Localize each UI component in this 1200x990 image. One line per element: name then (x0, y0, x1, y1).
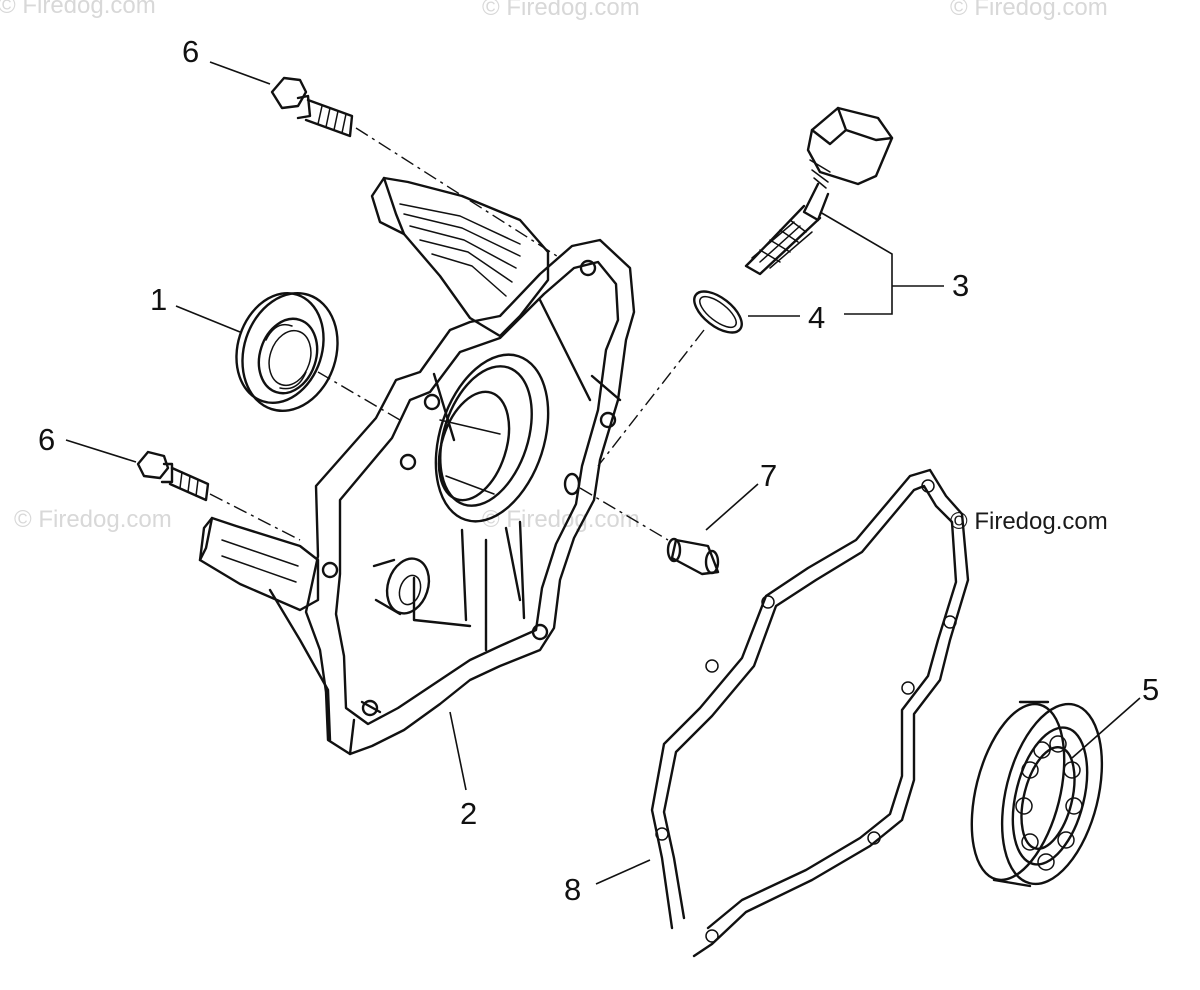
crankcase-cover-drawing (198, 176, 636, 756)
watermark-top-left: © Firedog.com (0, 0, 156, 19)
o-ring-drawing (597, 290, 743, 467)
watermark-mid-left: © Firedog.com (14, 506, 172, 533)
flange-bolt-lower-drawing (136, 450, 301, 541)
callout-8: 8 (564, 872, 582, 907)
callout-4: 4 (808, 300, 826, 335)
callout-6-lower: 6 (38, 422, 56, 457)
dowel-pin-drawing (579, 487, 720, 576)
callout-3: 3 (952, 268, 970, 303)
callout-6-upper: 6 (182, 34, 200, 69)
ball-bearing-drawing (970, 700, 1104, 888)
watermark-top-right: © Firedog.com (950, 0, 1108, 21)
callout-1: 1 (150, 282, 168, 317)
leader-lines (65, 61, 1141, 885)
callout-5: 5 (1142, 672, 1160, 707)
watermark-mid-right: © Firedog.com (950, 508, 1108, 535)
callout-2: 2 (460, 796, 478, 831)
flange-bolt-upper-drawing (270, 76, 561, 259)
oil-seal-drawing (235, 291, 401, 421)
watermark-top-center: © Firedog.com (482, 0, 640, 21)
oil-dipstick-drawing (744, 106, 894, 276)
callout-7: 7 (760, 458, 778, 493)
watermark-mid-center: © Firedog.com (482, 506, 640, 533)
cover-gasket-drawing (650, 468, 970, 958)
